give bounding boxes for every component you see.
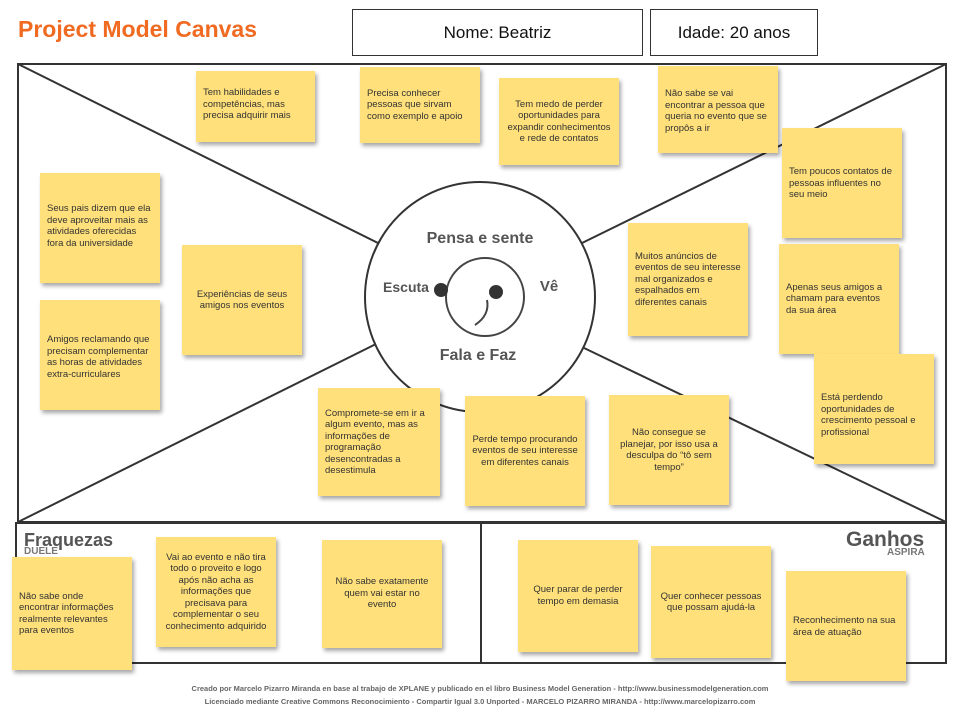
sticky-note: Reconhecimento na sua área de atuação (786, 571, 906, 681)
sticky-note: Seus pais dizem que ela deve aproveitar … (40, 173, 160, 283)
sticky-note: Perde tempo procurando eventos de seu in… (465, 396, 585, 506)
sticky-note: Tem habilidades e competências, mas prec… (196, 71, 315, 142)
sticky-note: Não sabe exatamente quem vai estar no ev… (322, 540, 442, 648)
diagonal-top-right (579, 63, 947, 245)
sticky-note: Comprome­te-se em ir a algum evento, mas… (318, 388, 440, 496)
face-icon (434, 257, 525, 337)
name-box: Nome: Beatriz (352, 9, 643, 56)
page-title: Project Model Canvas (18, 16, 258, 42)
pains-title: Fraquezas (24, 530, 114, 550)
diagonal-top-left (17, 63, 387, 248)
age-box: Idade: 20 anos (650, 9, 818, 56)
sticky-note: Experiências de seus amigos nos eventos (182, 245, 302, 355)
sticky-note: Tem poucos contatos de pessoas influente… (782, 128, 902, 238)
sticky-note: Precisa conhecer pessoas que sirvam como… (360, 67, 480, 143)
sticky-note: Não sabe se vai encontrar a pessoa que q… (658, 66, 778, 153)
gains-subtitle: ASPIRA (887, 547, 925, 558)
sticky-note: Não sabe onde encontrar informações real… (12, 557, 132, 670)
gains-title: Ganhos (846, 528, 925, 551)
sticky-note: Amigos reclamando que precisam complemen… (40, 300, 160, 410)
footer-credit: Creado por Marcelo Pizarro Miranda en ba… (191, 684, 769, 693)
pains-subtitle: DUELE (24, 546, 58, 557)
hear-label: Escuta (383, 279, 429, 295)
sticky-note: Não consegue se planejar, por isso usa a… (609, 395, 729, 505)
footer-license: Licenciado mediante Creative Commons Rec… (204, 697, 756, 706)
sticky-note: Quer conhecer pessoas que possam ajudá-l… (651, 546, 771, 658)
diagonal-bottom-right (581, 346, 947, 523)
sticky-note: Muitos anúncios de eventos de seu intere… (628, 223, 748, 336)
see-label: Vê (540, 278, 558, 295)
sticky-note: Quer parar de perder tempo em demasia (518, 540, 638, 652)
think-feel-label: Pensa e sente (427, 230, 534, 247)
sticky-note: Apenas seus amigos a chamam para eventos… (779, 244, 899, 354)
sticky-note: Está perdendo oportunidades de crescimen… (814, 354, 934, 464)
say-do-label: Fala e Faz (440, 347, 516, 364)
sticky-note: Vai ao evento e não tira todo o proveito… (156, 537, 276, 647)
sticky-note: Tem medo de perder oportunidades para ex… (499, 78, 619, 165)
gains-frame (480, 522, 947, 664)
center-circle (364, 181, 596, 413)
diagonal-bottom-left (17, 341, 381, 523)
